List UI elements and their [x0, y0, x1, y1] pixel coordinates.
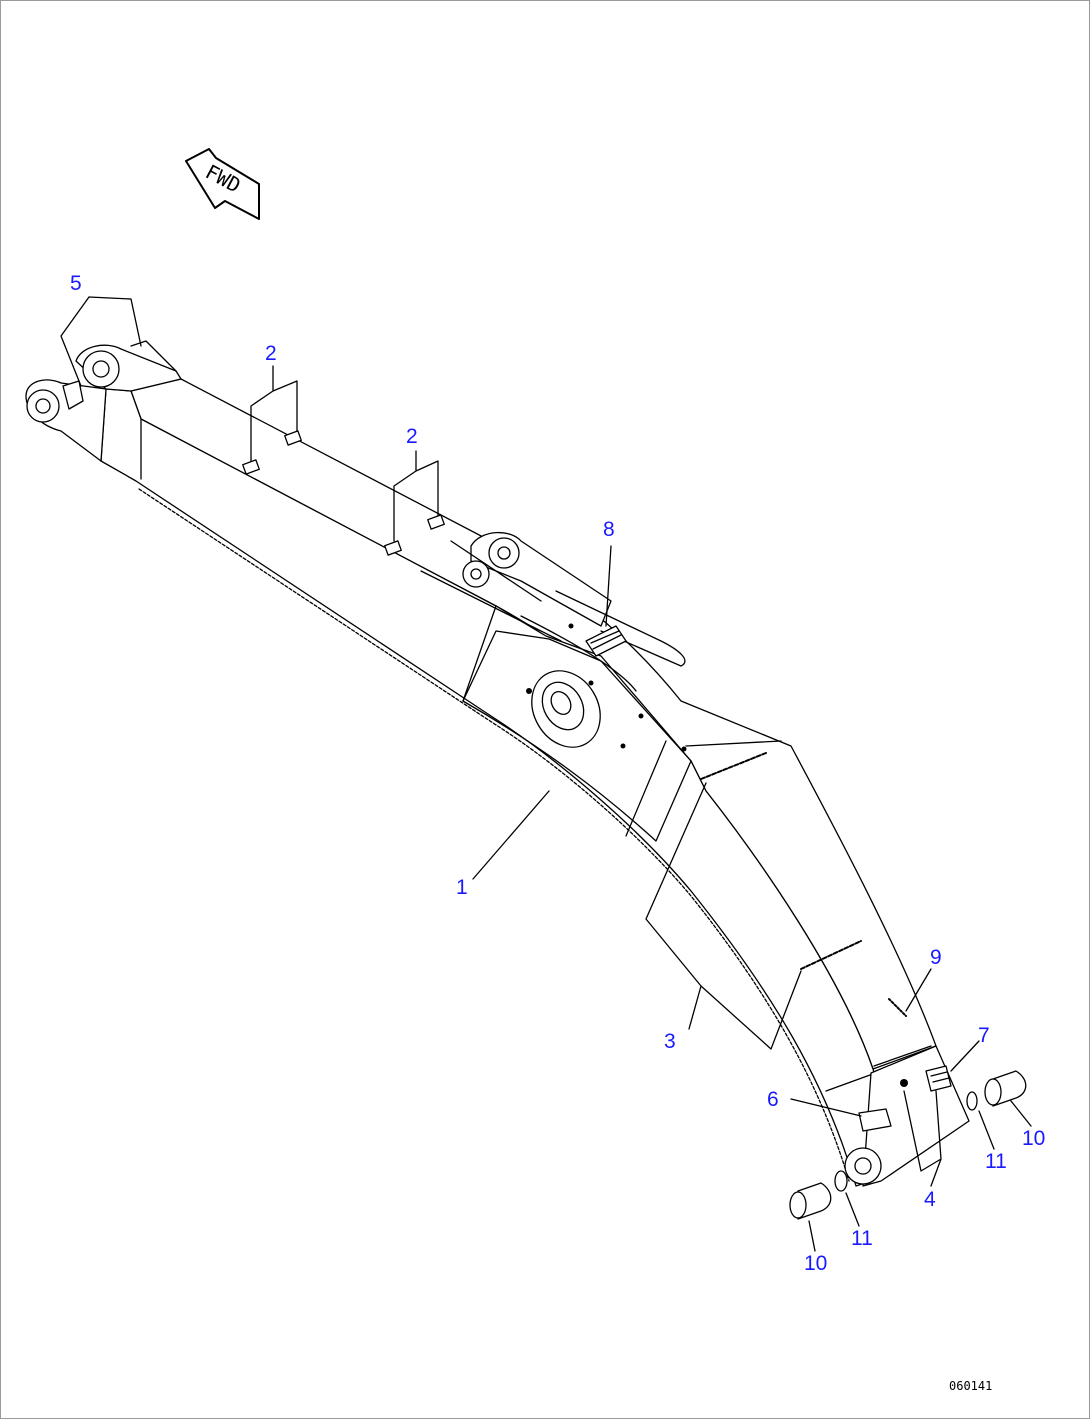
- mark-part-9: [888, 998, 907, 1017]
- callout-10-lower: 10: [804, 1252, 827, 1275]
- drawing-number: 060141: [949, 1379, 992, 1393]
- callout-2-right: 2: [406, 425, 418, 448]
- fwd-arrow-icon: FWD: [185, 148, 260, 220]
- callout-labels: 5 2 2 8 1 9 3 7 6 10 11 4 11 10: [70, 272, 1045, 1275]
- boom-foot-boss: [531, 670, 601, 748]
- callout-9: 9: [930, 946, 942, 969]
- callout-4: 4: [924, 1188, 936, 1211]
- callout-11-lower: 11: [851, 1227, 873, 1250]
- callout-10-upper: 10: [1022, 1127, 1045, 1150]
- callout-8: 8: [603, 518, 615, 541]
- boom-cylinder-bracket: [420, 531, 686, 692]
- bushing-parts: [789, 1070, 1027, 1220]
- ring-lower: [834, 1170, 848, 1192]
- boom-body: [100, 378, 937, 1187]
- ring-upper: [966, 1091, 978, 1111]
- bushing-lower: [789, 1182, 832, 1220]
- leader-lines: [60, 296, 1032, 1252]
- callout-3: 3: [664, 1030, 676, 1053]
- bushing-upper: [984, 1070, 1027, 1107]
- callout-1: 1: [456, 876, 468, 899]
- boom-foot-end: [844, 1045, 970, 1187]
- hose-clamp-plates: [700, 752, 862, 970]
- callout-11-upper: 11: [985, 1150, 1007, 1173]
- bracket-part-8: [585, 625, 627, 657]
- callout-2-left: 2: [265, 342, 277, 365]
- callout-5: 5: [70, 272, 82, 295]
- callout-6: 6: [767, 1088, 779, 1111]
- boom-top-end: [25, 340, 182, 462]
- clamp-parts: [242, 430, 445, 556]
- callout-7: 7: [978, 1024, 990, 1047]
